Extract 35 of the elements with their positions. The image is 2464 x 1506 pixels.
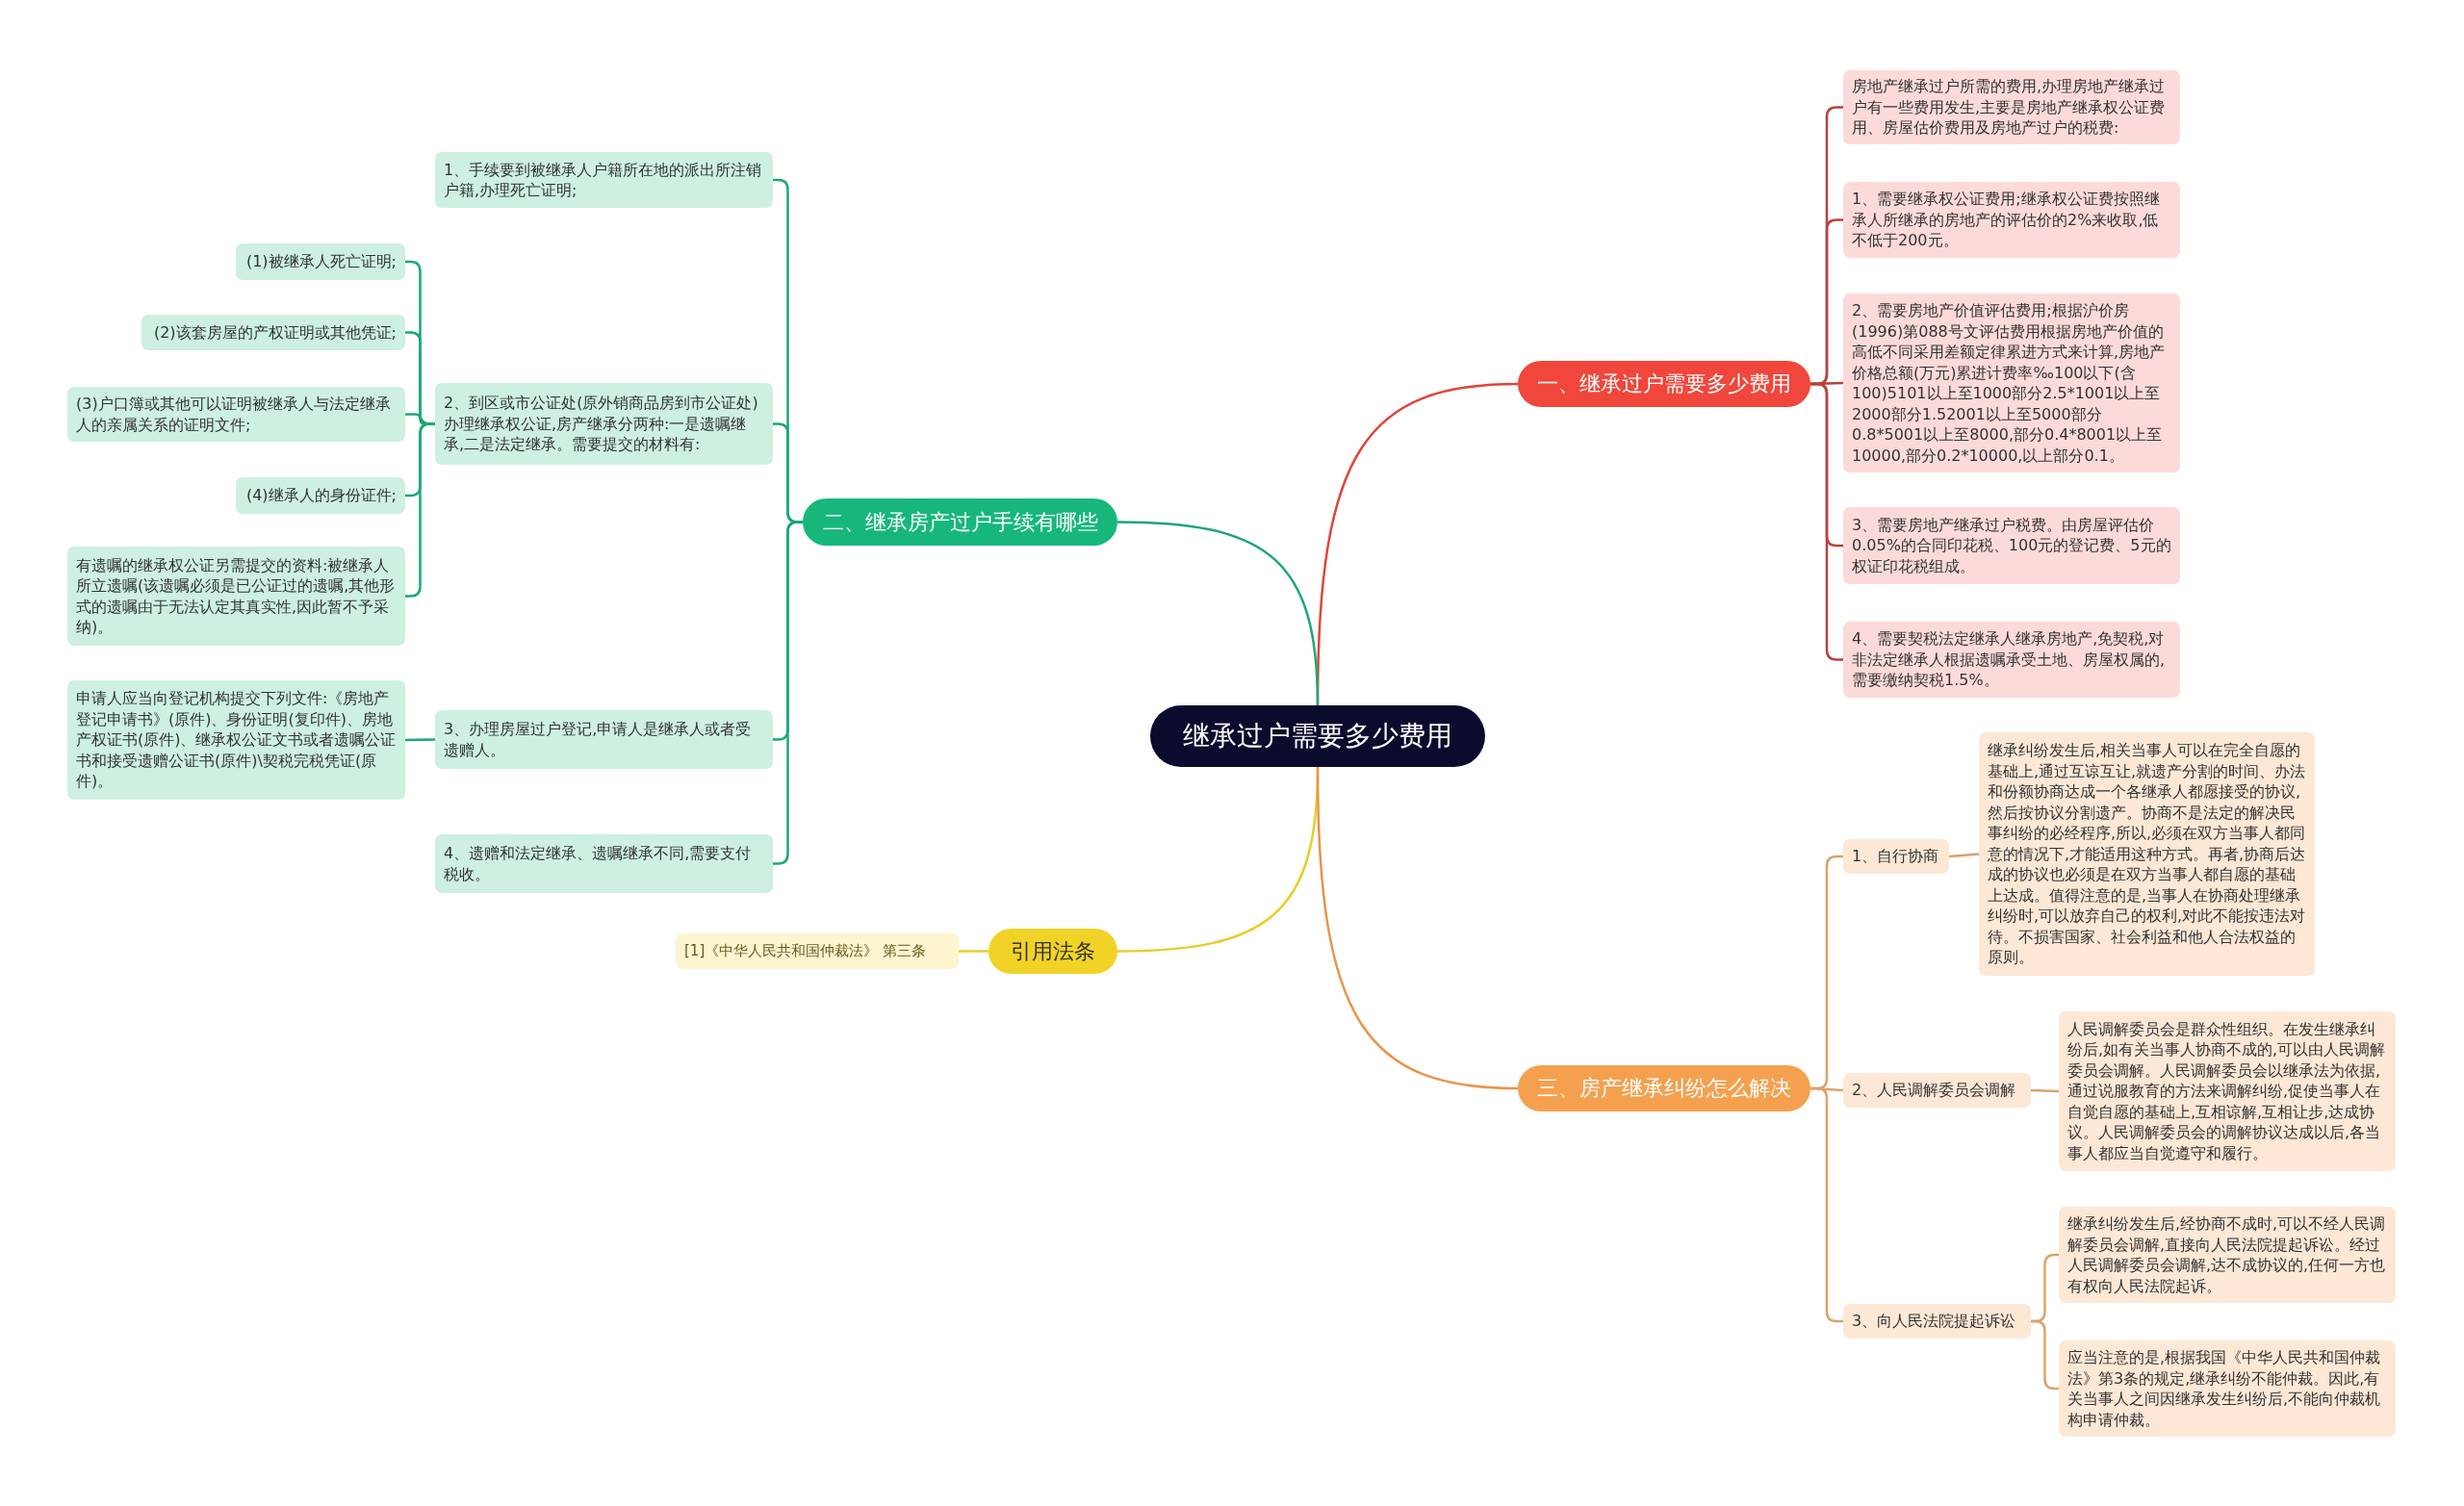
note-box: 继承纠纷发生后,经协商不成时,可以不经人民调解委员会调解,直接向人民法院提起诉讼。经过人民调解委员会调解,达不成协议的,任何一方也有权向人民法院起诉。 xyxy=(2059,1207,2396,1303)
subtopic-box: 2、人民调解委员会调解 xyxy=(1843,1073,2031,1108)
note-box: 3、需要房地产继承过户税费。由房屋评估价0.05%的合同印花税、100元的登记费、5元的权证印花税组成。 xyxy=(1843,507,2180,584)
note-box: 继承纠纷发生后,相关当事人可以在完全自愿的基础上,通过互谅互让,就遗产分割的时间、办法和份额协商达成一个各继承人都愿接受的协议,然后按协议分割遗产。协商不是法定的解决民事纠纷的必经程序,所以,必须在双方当事人都同意的情况下,才能适用这种方式。再者,协商后达成的协议也必须是在双方当事人都自愿的基础上达成。值得注意的是,当事人在协商处理继承纠纷时,可以放弃自己的权利,对此不能按违法对待。不损害国家、社会利益和他人合法权益的原则。 xyxy=(1979,732,2315,976)
note-box: 房地产继承过户所需的费用,办理房地产继承过户有一些费用发生,主要是房地产继承权公证费用、房屋估价费用及房地产过户的税费: xyxy=(1843,70,2180,144)
branch-topic: 二、继承房产过户手续有哪些 xyxy=(803,498,1117,546)
connector xyxy=(1948,853,1980,858)
note-box: 4、遗赠和法定继承、遗嘱继承不同,需要支付税收。 xyxy=(435,834,773,893)
connector xyxy=(959,950,988,953)
branch-topic: 一、继承过户需要多少费用 xyxy=(1518,361,1810,407)
note-box: 4、需要契税法定继承人继承房地产,免契税,对非法定继承人根据遗嘱承受土地、房屋权属的,需要缴纳契税1.5%。 xyxy=(1843,622,2180,698)
central-topic: 继承过户需要多少费用 xyxy=(1150,705,1485,767)
note-box: 应当注意的是,根据我国《中华人民共和国仲裁法》第3条的规定,继承纠纷不能仲裁。因此,有关当事人之间因继承发生纠纷后,不能向仲裁机构申请仲裁。 xyxy=(2059,1340,2396,1437)
note-box: 2、到区或市公证处(原外销商品房到市公证处)办理继承权公证,房产继承分两种:一是遗嘱继承,二是法定继承。需要提交的材料有: xyxy=(435,383,773,465)
subtopic-box: 1、自行协商 xyxy=(1843,839,1949,874)
connector xyxy=(2030,1088,2060,1093)
subtopic-box: 3、向人民法院提起诉讼 xyxy=(1843,1304,2031,1339)
note-box: 3、办理房屋过户登记,申请人是继承人或者受遗赠人。 xyxy=(435,710,773,769)
note-box: (3)户口簿或其他可以证明被继承人与法定继承人的亲属关系的证明文件; xyxy=(67,387,405,442)
connector xyxy=(404,738,436,742)
citation-box: [1]《中华人民共和国仲裁法》 第三条 xyxy=(676,933,959,969)
note-box: 人民调解委员会是群众性组织。在发生继承纠纷后,如有关当事人协商不成的,可以由人民调解委员会调解。人民调解委员会以继承法为依据,通过说服教育的方法来调解纠纷,促使当事人在自觉自愿的基础上,互相谅解,互相让步,达成协议。人民调解委员会的调解协议达成以后,各当事人都应当自觉遵守和履行。 xyxy=(2059,1011,2396,1171)
connector xyxy=(1316,766,1519,1090)
connector xyxy=(1810,382,1843,661)
note-box: (1)被继承人死亡证明; xyxy=(236,243,405,280)
branch-topic: 引用法条 xyxy=(988,929,1117,974)
note-box: (2)该套房屋的产权证明或其他凭证; xyxy=(141,315,405,350)
note-box: 申请人应当向登记机构提交下列文件:《房地产登记申请书》(原件)、身份证明(复印件)、房地产权证书(原件)、继承权公证文书或者遗嘱公证书和接受遗赠公证书(原件)\契税完税凭证(原件)。 xyxy=(67,680,405,800)
note-box: 有遗嘱的继承权公证另需提交的资料:被继承人所立遗嘱(该遗嘱必须是已公证过的遗嘱,其他形式的遗嘱由于无法认定其真实性,因此暂不予采纳)。 xyxy=(67,547,405,646)
branch-topic: 三、房产继承纠纷怎么解决 xyxy=(1518,1065,1810,1111)
note-box: 1、需要继承权公证费用;继承权公证费按照继承人所继承的房地产的评估价的2%来收取,低不低于200元。 xyxy=(1843,182,2180,258)
note-box: 1、手续要到被继承人户籍所在地的派出所注销户籍,办理死亡证明; xyxy=(435,152,773,208)
note-box: 2、需要房地产价值评估费用;根据沪价房(1996)第088号文评估费用根据房地产价值的高低不同采用差额定律累进方式来计算,房地产价格总额(万元)累进计费率‰100以下(含100)5101以上至1000部分2.5*1001以上至2000部分1.52001以上至5000部分0.8*5001以上至8000,部分0.4*8001以上至10000,部分0.2*10000,以上部分0.1。 xyxy=(1843,294,2180,472)
connector xyxy=(1116,521,1320,706)
note-box: (4)继承人的身份证件; xyxy=(236,477,405,514)
